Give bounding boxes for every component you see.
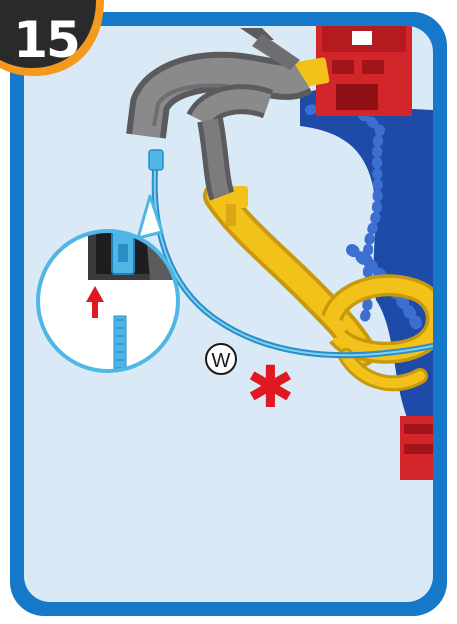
gray-track bbox=[146, 28, 302, 196]
tube-connector bbox=[149, 150, 163, 170]
magnifier-callout-icon bbox=[38, 196, 186, 380]
red-tower bbox=[316, 26, 412, 116]
asterisk-icon: ✱ bbox=[246, 358, 295, 416]
step-number: 15 bbox=[0, 10, 92, 70]
red-base bbox=[400, 416, 433, 480]
part-label-w: W bbox=[205, 343, 237, 375]
